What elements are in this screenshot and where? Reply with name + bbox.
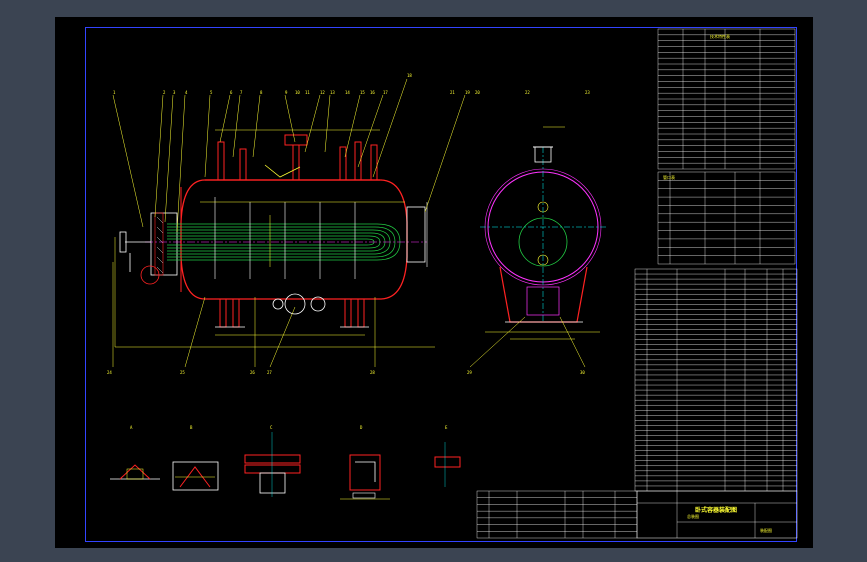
section-labels: A B C D E xyxy=(130,425,448,430)
nozzle-table-title: 管口表 xyxy=(663,174,675,180)
balloon-2: 2 xyxy=(163,90,166,95)
section-label-D: D xyxy=(360,425,363,430)
balloon-17: 17 xyxy=(383,90,388,95)
leaders-top xyxy=(112,78,466,233)
top-nozzles xyxy=(217,134,378,181)
section-label-A: A xyxy=(130,425,133,430)
balloon-4: 4 xyxy=(185,90,188,95)
parts-list xyxy=(634,268,798,492)
balloon-21: 21 xyxy=(450,90,455,95)
balloon-13: 13 xyxy=(330,90,335,95)
balloon-6: 6 xyxy=(230,90,233,95)
leaders-bottom xyxy=(112,262,376,368)
balloon-7: 7 xyxy=(240,90,243,95)
balloon-25: 25 xyxy=(180,370,185,375)
section-label-C: C xyxy=(270,425,273,430)
detail-e xyxy=(434,442,461,487)
balloon-14: 14 xyxy=(345,90,350,95)
balloon-16: 16 xyxy=(370,90,375,95)
balloon-11: 11 xyxy=(305,90,310,95)
side-view xyxy=(469,126,607,368)
tech-table-title: 技术特性表 xyxy=(710,33,730,39)
detail-sections xyxy=(110,432,461,500)
balloon-24: 24 xyxy=(107,370,112,375)
detail-c xyxy=(244,432,301,497)
balloon-29: 29 xyxy=(467,370,472,375)
tech-table xyxy=(657,28,796,170)
balloon-5: 5 xyxy=(210,90,213,95)
bottom-table xyxy=(476,490,638,539)
cad-drawing: 卧式容器装配图 总装图 装配图 技术特性表 管口表 12345678910111… xyxy=(107,28,798,539)
drawing-frame xyxy=(85,27,797,542)
balloon-8: 8 xyxy=(260,90,263,95)
dimension-lines xyxy=(114,129,435,348)
title-text: 卧式容器装配图 xyxy=(695,506,737,514)
balloon-26: 26 xyxy=(250,370,255,375)
title-block: 卧式容器装配图 总装图 装配图 xyxy=(636,490,798,539)
balloon-19: 19 xyxy=(465,90,470,95)
vessel-shell xyxy=(180,179,408,300)
section-label-B: B xyxy=(190,425,193,430)
nozzle-table xyxy=(657,171,796,265)
balloon-27: 27 xyxy=(267,370,272,375)
saddle-supports xyxy=(219,298,365,328)
balloon-15: 15 xyxy=(360,90,365,95)
detail-b xyxy=(172,461,219,491)
balloon-23: 23 xyxy=(585,90,590,95)
balloon-18: 18 xyxy=(407,73,412,78)
detail-d xyxy=(340,454,390,500)
balloon-12: 12 xyxy=(320,90,325,95)
subtitle-text: 总装图 xyxy=(687,513,699,519)
drawing-no-text: 装配图 xyxy=(760,527,772,533)
balloon-20: 20 xyxy=(475,90,480,95)
front-view xyxy=(112,78,466,368)
balloon-10: 10 xyxy=(295,90,300,95)
detail-a xyxy=(110,464,160,480)
channel-box xyxy=(150,212,178,276)
balloon-3: 3 xyxy=(173,90,176,95)
balloon-1: 1 xyxy=(113,90,116,95)
balloon-22: 22 xyxy=(525,90,530,95)
balloon-28: 28 xyxy=(370,370,375,375)
balloon-30: 30 xyxy=(580,370,585,375)
balloon-9: 9 xyxy=(285,90,288,95)
section-label-E: E xyxy=(445,425,448,430)
